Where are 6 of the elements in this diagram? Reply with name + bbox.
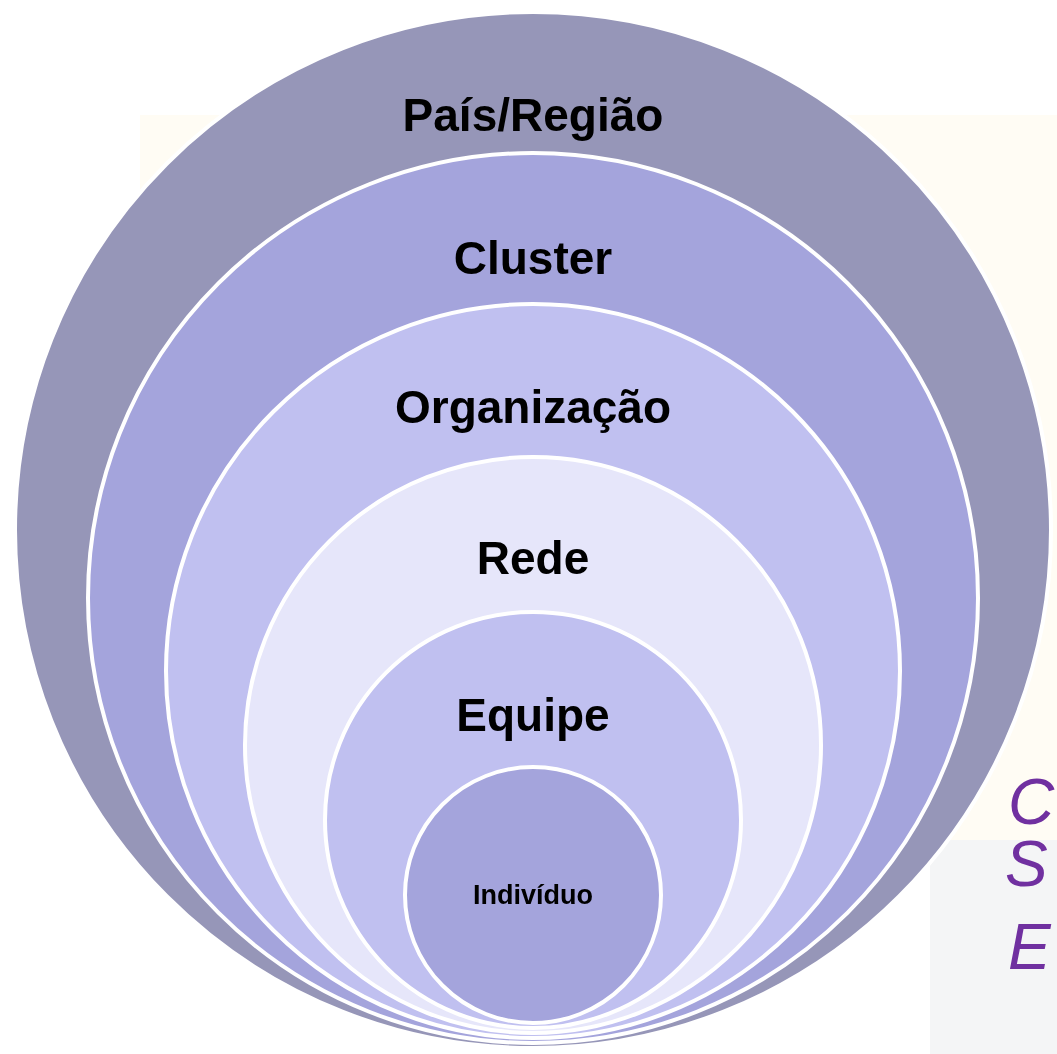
side-letter: E <box>1008 915 1051 979</box>
level-label: Rede <box>476 535 590 581</box>
side-letter: S <box>1005 832 1048 896</box>
side-letter: C <box>1008 770 1055 834</box>
level-label: Indivíduo <box>473 881 593 909</box>
level-label: Cluster <box>453 235 613 281</box>
